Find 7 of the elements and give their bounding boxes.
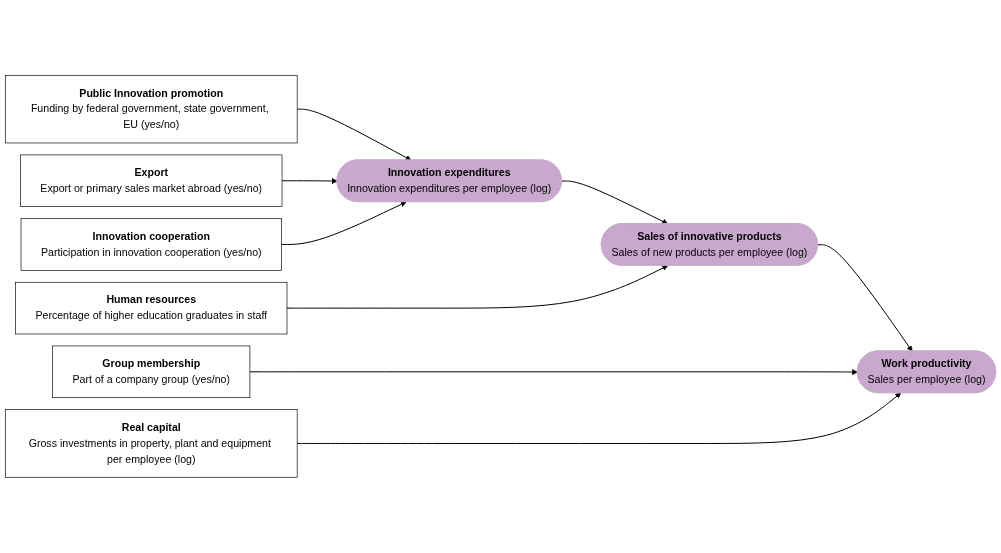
node-box: Innovation cooperation Participation in innovation cooperation (yes/no) — [20, 218, 282, 271]
node-box: Human resources Percentage of higher education graduates in staff — [15, 282, 288, 335]
node-box: Public Innovation promotion Funding by federal government, state government, EU (yes/no) — [4, 75, 298, 144]
node-box: Group membership Part of a company group (yes/no) — [52, 345, 251, 399]
node-box: Export Export or primary sales market abroad (yes/no) — [20, 154, 283, 208]
arrow — [286, 265, 668, 309]
node-box: Real capital Gross investments in property, plant and equipment per employee (log) — [4, 409, 298, 478]
